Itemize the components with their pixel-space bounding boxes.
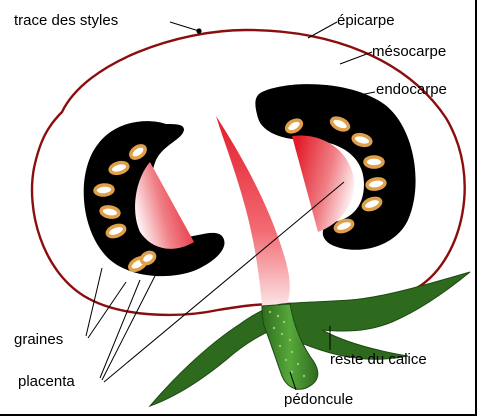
seed	[95, 184, 114, 196]
label-graines: graines	[14, 331, 63, 348]
label-trace-des-styles: trace des styles	[14, 12, 118, 29]
label-endocarpe: endocarpe	[376, 81, 447, 98]
style-trace-dot	[196, 28, 201, 33]
label-reste-du-calice: reste du calice	[330, 351, 427, 368]
label-pedoncule: pédoncule	[284, 391, 353, 408]
seed	[366, 178, 385, 191]
seed	[365, 157, 383, 167]
label-placenta: placenta	[18, 373, 75, 390]
label-mesocarpe: mésocarpe	[372, 43, 446, 60]
seed	[100, 206, 119, 219]
label-epicarpe: épicarpe	[337, 12, 395, 29]
